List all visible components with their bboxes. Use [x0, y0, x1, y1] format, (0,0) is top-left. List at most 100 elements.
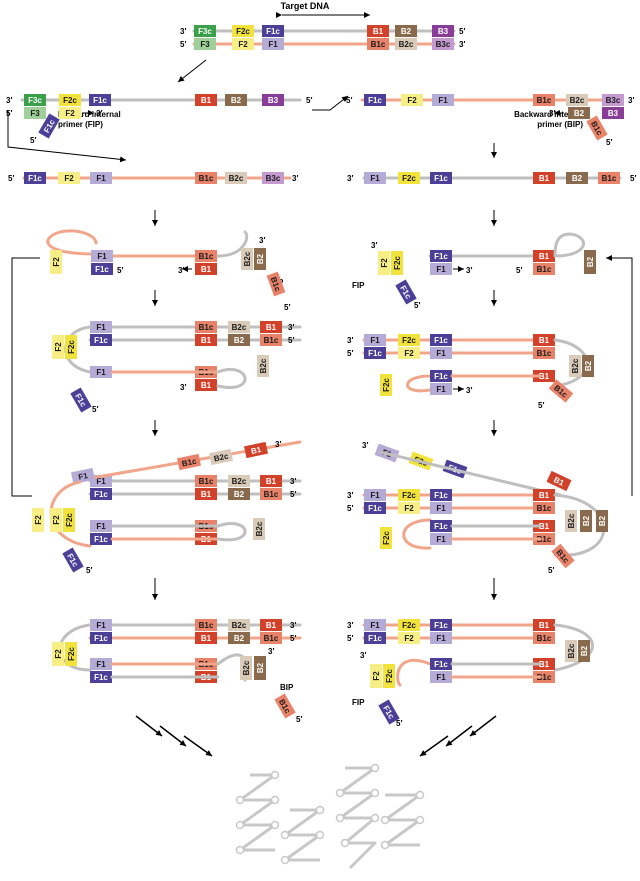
region-f2: F2 — [50, 508, 62, 532]
product-loop — [270, 795, 280, 805]
region-f2: F2 — [58, 172, 80, 184]
strand-end-label: 3′ — [268, 647, 274, 656]
region-label: F2c — [402, 174, 416, 183]
flow-arrow — [419, 735, 449, 757]
region-label: F1 — [96, 660, 106, 669]
strand-end-label: 5′ — [180, 40, 186, 49]
region-label: B2 — [598, 515, 607, 526]
region-b2: B2 — [228, 632, 250, 644]
region-label: B1 — [373, 27, 384, 36]
region-label: B1 — [201, 634, 212, 643]
region-label: B3 — [438, 27, 449, 36]
strand-loop — [216, 522, 247, 542]
strand-end-label: 3′ — [347, 621, 353, 630]
region-label: F2 — [52, 257, 61, 267]
region-f2c: F2c — [380, 527, 392, 549]
region-label: B1 — [539, 252, 550, 261]
region-label: F2c — [385, 669, 394, 683]
strand-end-label: 3′ — [290, 621, 296, 630]
strand-end-label: 3′ — [180, 383, 186, 392]
region-f2: F2 — [232, 38, 254, 50]
region-label: F1 — [436, 349, 446, 358]
region-label: F2 — [380, 258, 389, 268]
region-f1: F1 — [91, 250, 113, 262]
product-loop — [315, 805, 325, 815]
region-label: F1 — [78, 471, 90, 482]
strand-end-label: 5′ — [548, 566, 554, 575]
region-label: F1 — [96, 368, 106, 377]
region-f1: F1 — [90, 366, 112, 378]
region-b1: B1 — [195, 334, 217, 346]
region-label: F1c — [368, 504, 382, 513]
strand-end-label: 3′ — [292, 174, 298, 183]
region-label: B2 — [401, 27, 412, 36]
region-label: F2c — [63, 96, 77, 105]
feedback-arrow — [606, 255, 633, 496]
region-label: B2 — [580, 645, 589, 656]
region-label: B2 — [572, 174, 583, 183]
strand-end-label: 5′ — [347, 634, 353, 643]
region-label: F1c — [434, 174, 448, 183]
region-label: F2 — [64, 174, 74, 183]
region-label: B1c — [537, 504, 552, 513]
region-b2: B2 — [228, 334, 250, 346]
region-f3: F3 — [194, 38, 216, 50]
strand-end-label: 5′ — [290, 490, 296, 499]
region-f1c: F1c — [364, 632, 386, 644]
region-label: F1 — [97, 252, 107, 261]
region-label: F1 — [436, 504, 446, 513]
region-b2: B2 — [596, 510, 608, 532]
flow-arrow — [135, 715, 163, 737]
diagram-title: Target DNA — [281, 1, 330, 11]
region-f2c: F2c — [383, 664, 395, 688]
region-label: F1 — [370, 336, 380, 345]
region-f2c: F2c — [63, 508, 75, 532]
region-b1c: B1c — [266, 271, 286, 297]
strand-end-label: 3′ — [360, 651, 366, 660]
region-label: F2c — [67, 647, 76, 661]
region-label: B1c — [602, 174, 617, 183]
region-b2c: B2c — [240, 656, 252, 680]
region-b2c: B2c — [565, 510, 577, 532]
region-b2c: B2c — [225, 172, 247, 184]
region-label: F1c — [266, 27, 280, 36]
region-f2c: F2c — [380, 374, 392, 396]
region-label: B1c — [199, 621, 214, 630]
region-b1: B1 — [260, 475, 282, 487]
region-f1c: F1c — [38, 113, 60, 139]
region-label: B1 — [539, 336, 550, 345]
region-f2: F2 — [52, 642, 64, 666]
region-f3c: F3c — [24, 94, 46, 106]
region-label: F1 — [96, 174, 106, 183]
region-f1c: F1c — [430, 250, 452, 262]
region-b1c: B1c — [176, 453, 202, 471]
region-label: B1 — [266, 621, 277, 630]
region-f2c: F2c — [398, 489, 420, 501]
product-loop — [380, 815, 390, 825]
region-b1c: B1c — [260, 632, 282, 644]
region-label: B1 — [539, 372, 550, 381]
strand-end-label: 5′ — [296, 715, 302, 724]
region-label: B2c — [213, 451, 230, 463]
region-b1c: B1c — [533, 671, 555, 683]
strand-end-label: 3′ — [549, 109, 555, 118]
region-label: F1 — [436, 385, 446, 394]
region-f1c: F1c — [364, 347, 386, 359]
region-label: B2c — [232, 323, 247, 332]
region-label: B1 — [201, 265, 212, 274]
region-label: B2 — [586, 256, 595, 267]
region-f3c: F3c — [194, 25, 216, 37]
region-label: B3 — [268, 96, 279, 105]
region-label: B2 — [256, 662, 265, 673]
region-b1c: B1c — [260, 488, 282, 500]
region-b2: B2 — [254, 656, 266, 680]
region-b3: B3 — [262, 94, 284, 106]
region-b1c: B1c — [195, 619, 217, 631]
region-label: B2 — [574, 109, 585, 118]
strand-loop — [216, 368, 247, 389]
strand-end-label: 5′ — [284, 303, 290, 312]
region-f1: F1 — [432, 94, 454, 106]
region-b3: B3 — [432, 25, 454, 37]
strand-end-label: 3′ — [259, 236, 265, 245]
region-label: B2c — [232, 477, 247, 486]
